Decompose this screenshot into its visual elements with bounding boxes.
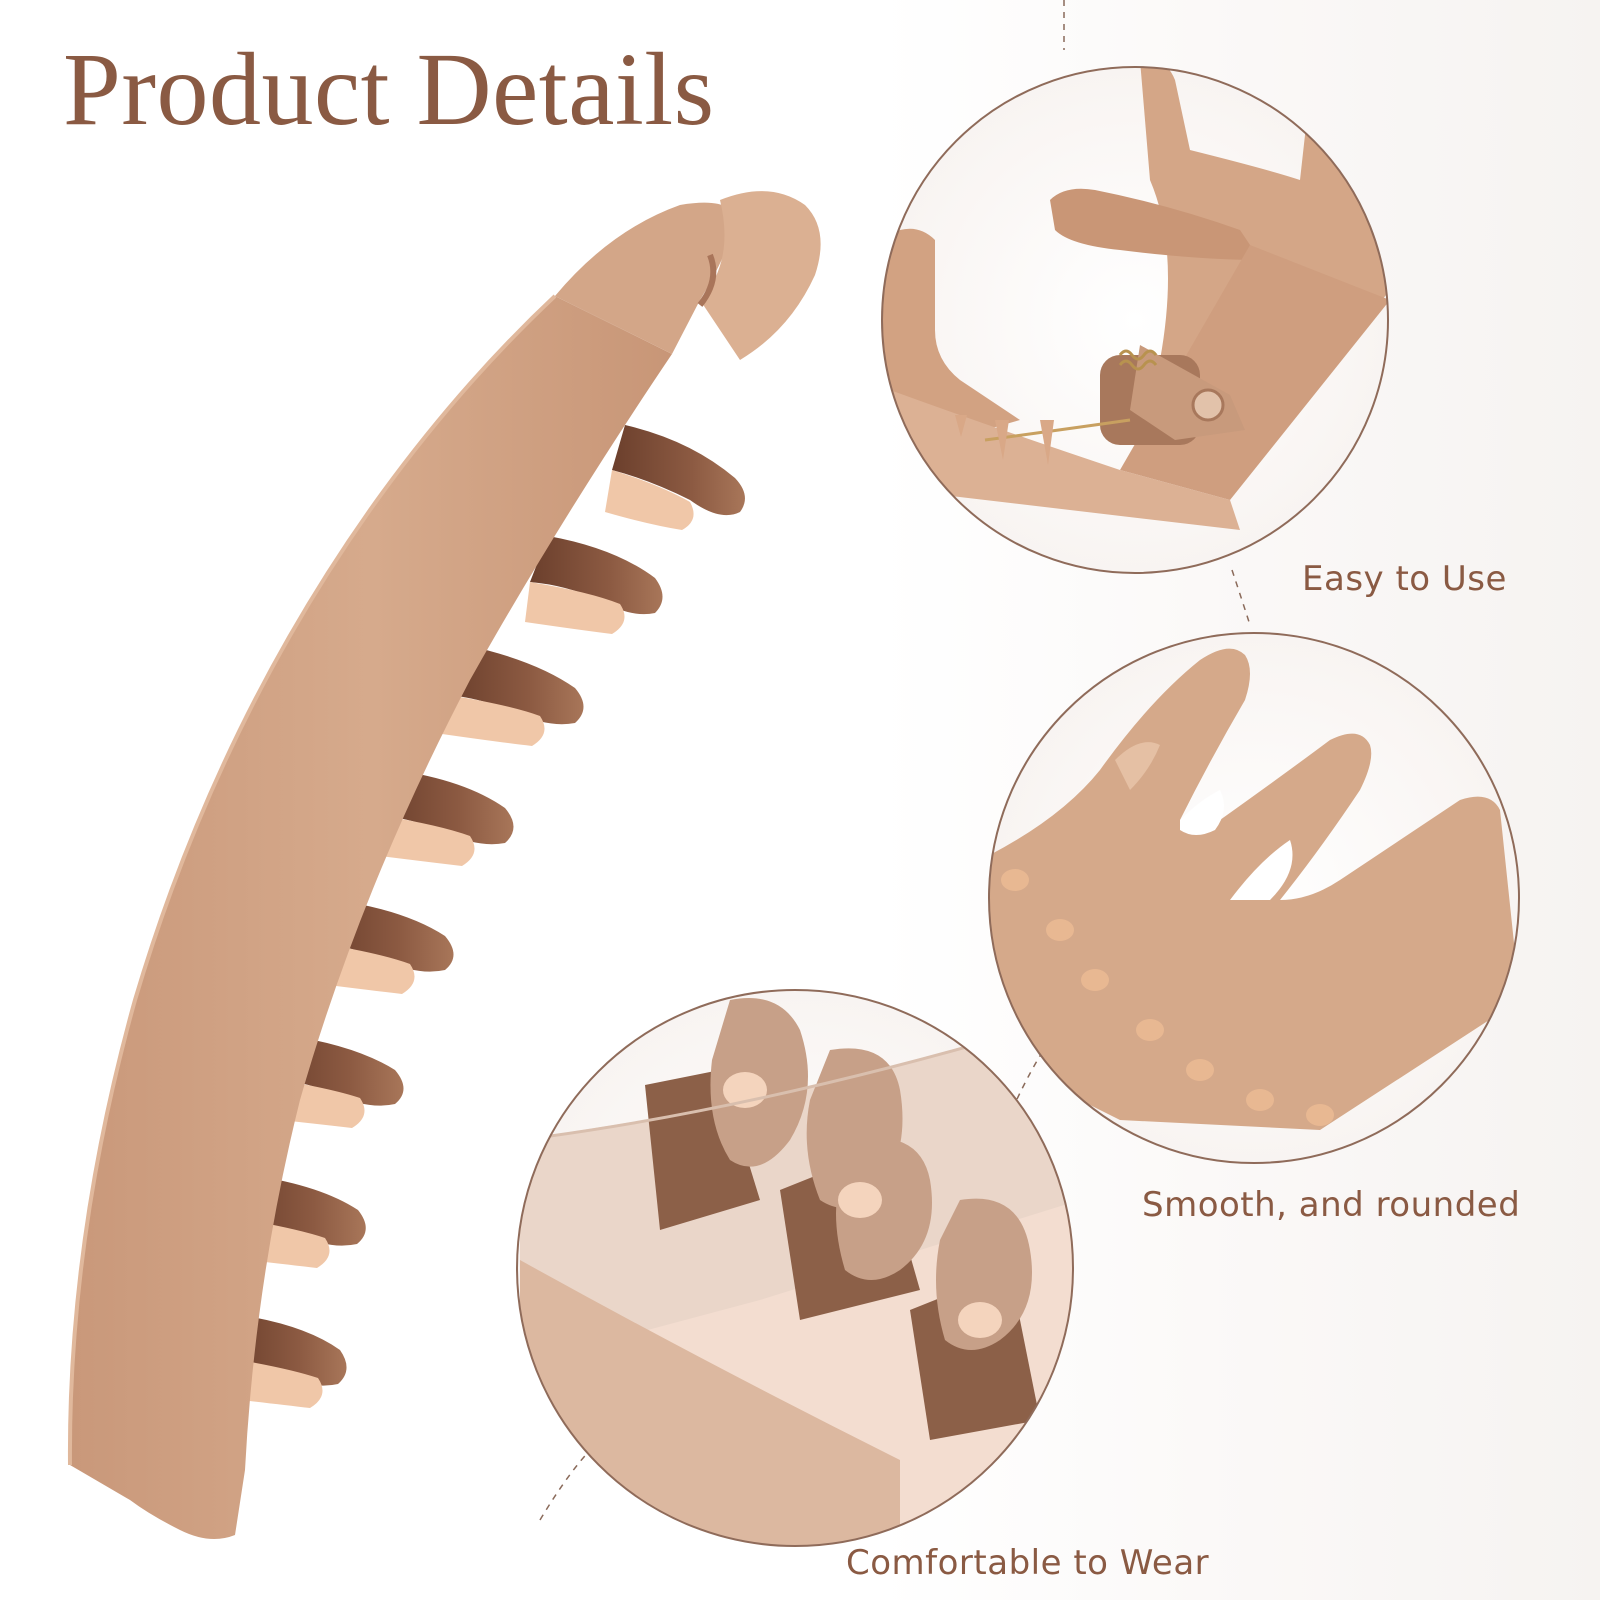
- callout-easy-to-use: Easy to Use: [1302, 559, 1507, 599]
- detail-circle-smooth: [988, 632, 1520, 1164]
- detail-circle-easy: [881, 66, 1389, 574]
- page-title: Product Details: [63, 32, 715, 147]
- banana-clip: [67, 191, 821, 1539]
- detail-circle-comfort: [516, 989, 1074, 1547]
- callout-smooth-rounded: Smooth, and rounded: [1142, 1185, 1521, 1225]
- callout-comfortable-to-wear: Comfortable to Wear: [846, 1543, 1210, 1583]
